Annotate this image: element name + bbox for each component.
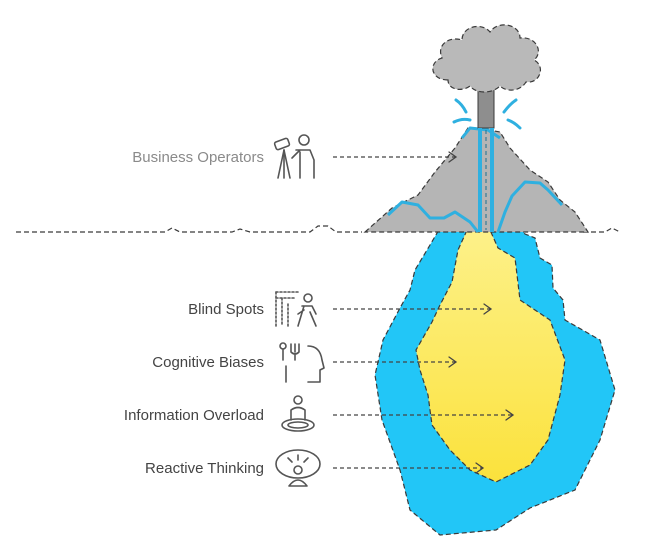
splash-left [454,98,468,114]
volcano-conduit [478,128,494,232]
arrowhead-reactive-thinking [475,462,485,474]
arrowhead-cognitive-biases [448,356,458,368]
arrowhead-blind-spots [483,303,493,315]
splash-right [502,98,518,114]
brain-bias-icon [279,342,325,383]
smoke-cloud [432,24,542,93]
arrowhead-top [448,151,458,163]
mountain [363,127,590,233]
meditating-person-icon [275,449,321,487]
ground-line [16,225,621,233]
splash-left-2 [452,117,472,124]
mountain-crack-left [386,200,480,233]
overloaded-person-icon [281,395,315,432]
arrowhead-information-overload [505,409,515,421]
splash-right-2 [506,118,522,130]
underground-inner-shape [415,227,566,483]
volcano-vent [477,87,495,129]
label-blind-spots: Blind Spots [188,301,264,318]
mountain-crack-right [496,180,564,233]
person-with-telescope-icon [273,134,315,179]
label-information-overload: Information Overload [124,407,264,424]
blind-person-icon [275,291,317,327]
label-business-operators: Business Operators [132,149,264,166]
label-cognitive-biases: Cognitive Biases [152,354,264,371]
label-reactive-thinking: Reactive Thinking [145,460,264,477]
